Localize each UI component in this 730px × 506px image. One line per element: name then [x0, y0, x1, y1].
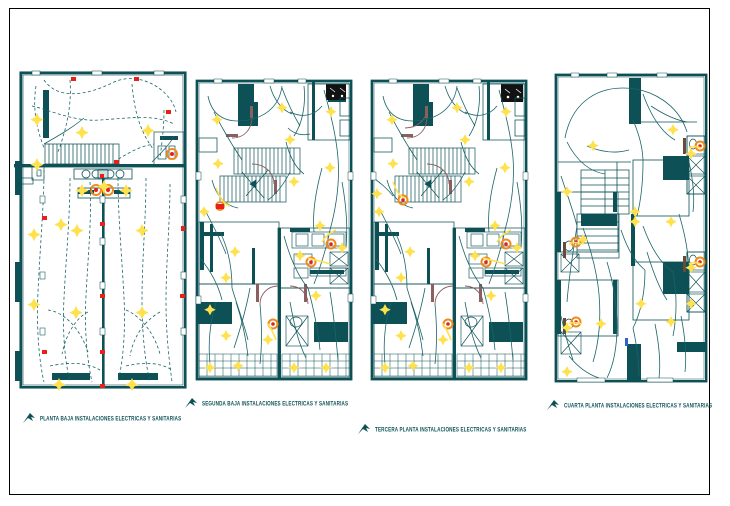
plan-tercera-planta-svg — [370, 78, 529, 381]
label-planta-baja-text: PLANTA BAJA INSTALACIONES ELECTRICAS Y S… — [40, 414, 182, 422]
label-tercera-planta: TERCERA PLANTA INSTALACIONES ELECTRICAS … — [357, 423, 527, 435]
staircase-upper — [44, 143, 120, 165]
staircase — [576, 169, 630, 259]
door-swings — [231, 115, 309, 305]
wiring-solid — [560, 87, 695, 379]
tiled-floor — [198, 353, 351, 377]
plan-tercera-planta[interactable] — [365, 72, 537, 394]
north-arrow-icon — [546, 399, 561, 411]
label-segunda-baja-text: SEGUNDA BAJA INSTALACIONES ELECTRICAS Y … — [202, 399, 349, 407]
north-arrow-icon — [357, 423, 372, 435]
ceiling-lamp-group — [27, 113, 155, 392]
power-outlet-group — [397, 194, 512, 330]
ceiling-lamp-group — [371, 102, 523, 374]
label-cuarta-planta: CUARTA PLANTA INSTALACIONES ELECTRICAS Y… — [546, 399, 712, 411]
black-fixture — [501, 84, 523, 102]
staircase — [219, 147, 301, 203]
ceiling-lamp-group — [198, 102, 348, 374]
label-tercera-planta-text: TERCERA PLANTA INSTALACIONES ELECTRICAS … — [375, 425, 527, 433]
sheet-border — [9, 8, 710, 495]
power-outlet-group — [215, 201, 337, 330]
window-openings — [31, 70, 187, 336]
power-outlet-group — [90, 148, 178, 196]
staircase — [394, 147, 476, 203]
label-segunda-baja: SEGUNDA BAJA INSTALACIONES ELECTRICAS Y … — [184, 397, 348, 409]
black-fixture — [326, 84, 346, 100]
wall-switch-group — [42, 77, 185, 388]
plan-segunda-baja[interactable] — [190, 72, 362, 394]
wiring-dashed — [31, 78, 177, 383]
door-swings — [404, 107, 484, 305]
label-planta-baja: PLANTA BAJA INSTALACIONES ELECTRICAS Y S… — [22, 412, 181, 424]
north-arrow-icon — [22, 412, 37, 424]
plan-planta-baja[interactable] — [14, 66, 194, 396]
plan-planta-baja-svg — [14, 70, 187, 392]
label-cuarta-planta-text: CUARTA PLANTA INSTALACIONES ELECTRICAS Y… — [564, 401, 713, 409]
ceiling-lamp-group — [561, 124, 697, 378]
plan-cuarta-planta-svg — [554, 72, 708, 383]
plan-cuarta-planta[interactable] — [547, 66, 719, 396]
north-arrow-icon — [184, 397, 199, 409]
plan-segunda-baja-svg — [195, 78, 354, 381]
walls — [371, 80, 528, 381]
tiled-floor — [373, 353, 526, 377]
